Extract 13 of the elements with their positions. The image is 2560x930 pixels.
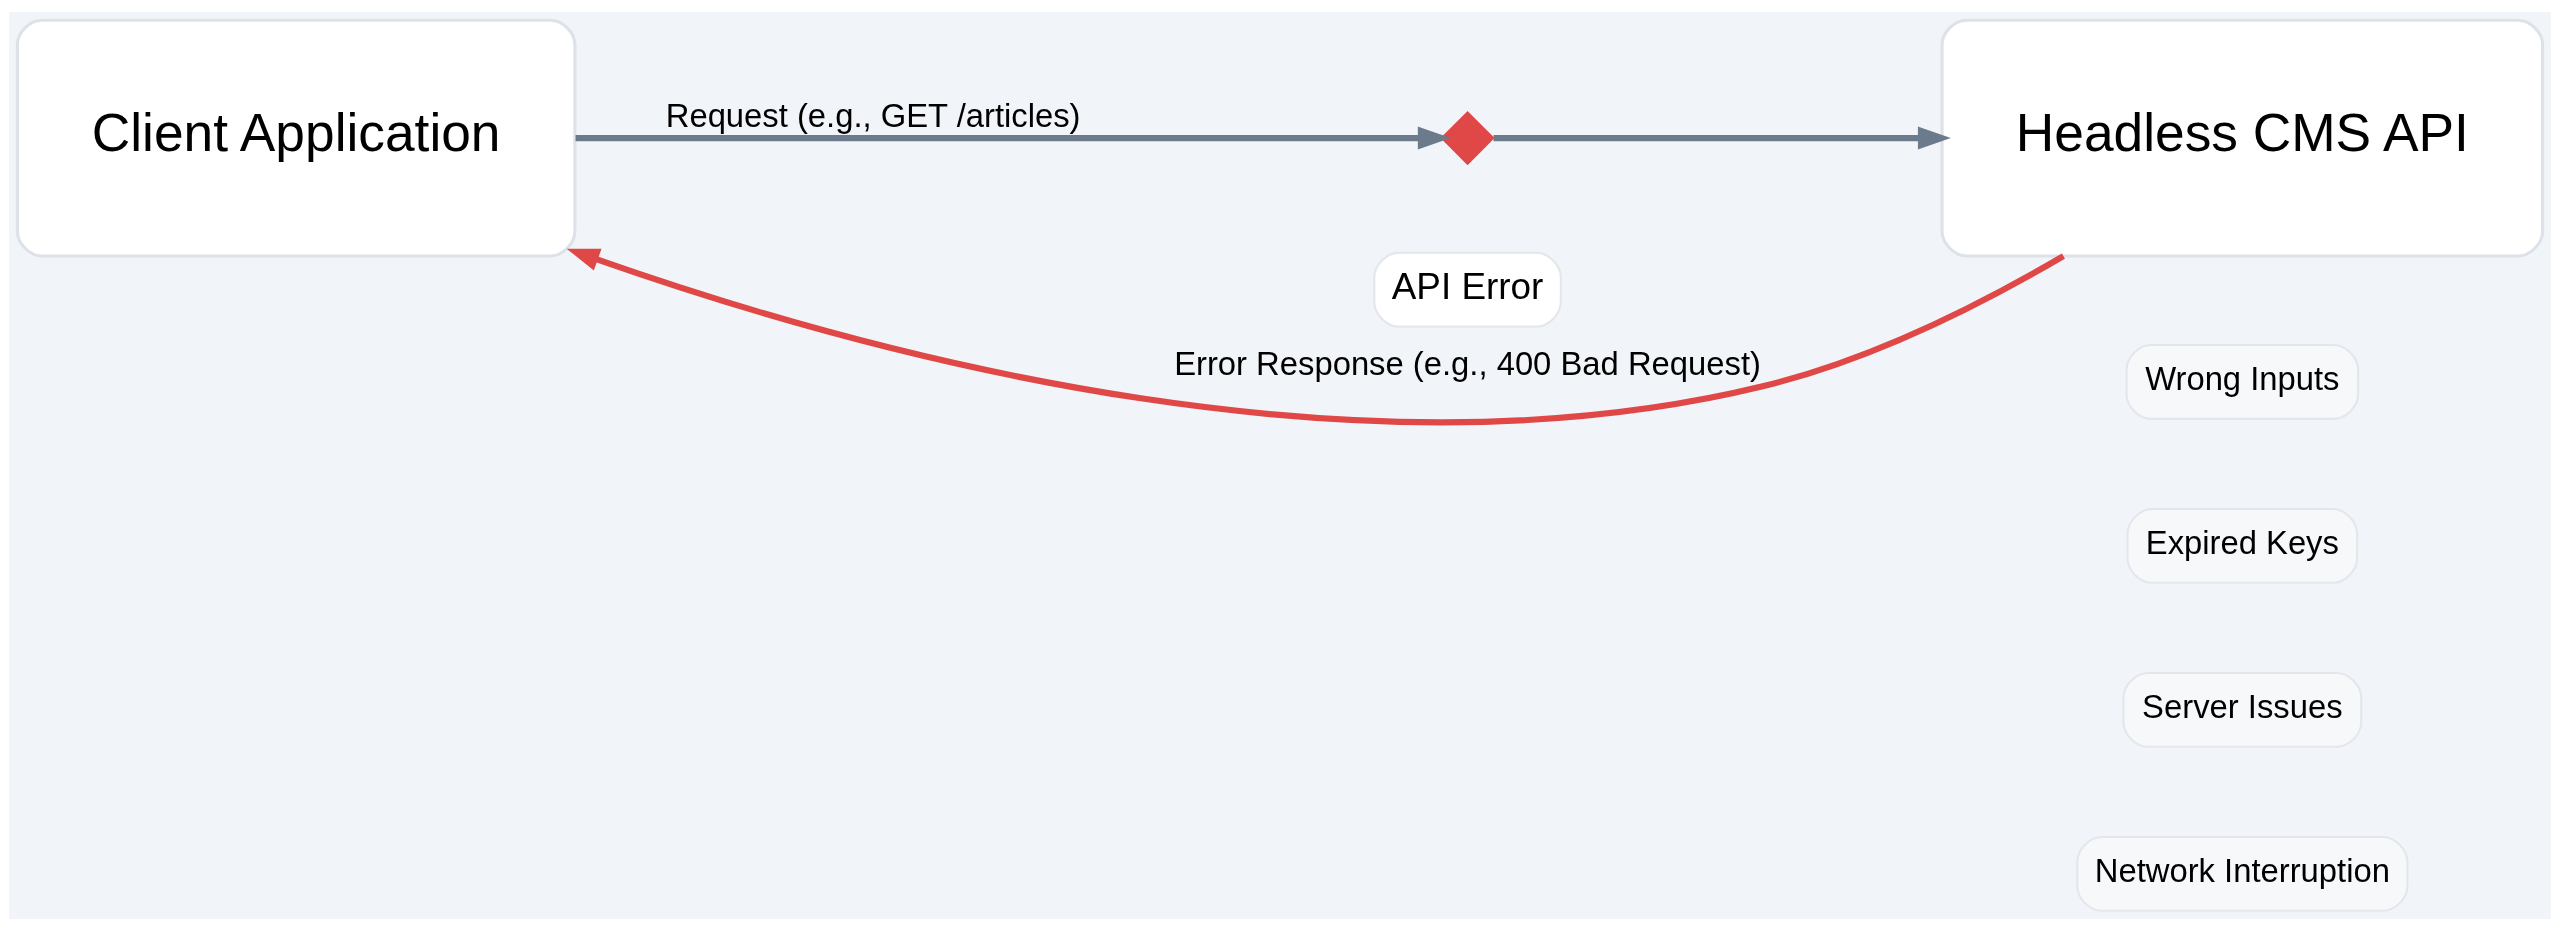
label: Expired Keys (2145, 523, 2339, 561)
node-label: API Error (1391, 265, 1544, 307)
label: Network Interruption (2094, 851, 2390, 889)
arrow (566, 248, 2065, 425)
label: Server Issues (2142, 687, 2343, 725)
arrow (575, 126, 1451, 150)
edge-label: Request (e.g., GET /articles) (665, 96, 1081, 134)
node-box: Client Application (15, 18, 577, 257)
edge-label: Error Response (e.g., 400 Bad Request) (1174, 344, 1761, 382)
node-cross (1440, 110, 1495, 165)
node-box: Headless CMS API (1940, 18, 2545, 257)
label: Wrong Inputs (2145, 359, 2340, 397)
arrow (1493, 126, 1951, 150)
